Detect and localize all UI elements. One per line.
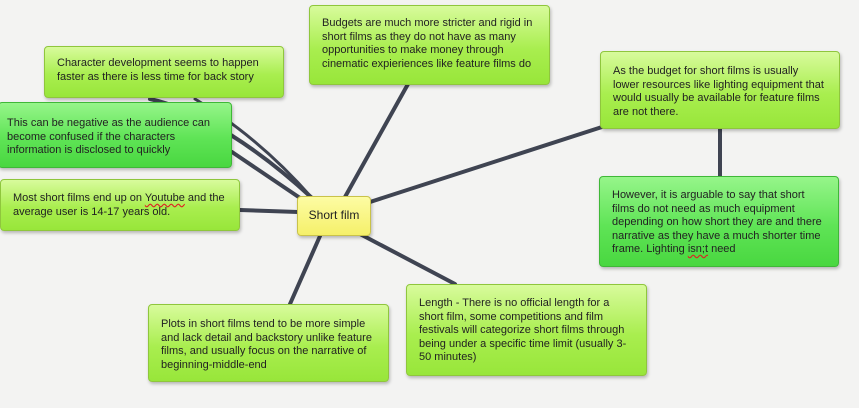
node-lighting-budget[interactable]: As the budget for short films is usually… (600, 51, 840, 129)
node-lighting-budget-text: As the budget for short films is usually… (613, 65, 824, 118)
node-budgets-stricter[interactable]: Budgets are much more stricter and rigid… (309, 5, 550, 85)
node-character-development-text: Character development seems to happen fa… (57, 57, 259, 83)
central-node-label: Short film (308, 208, 360, 223)
node-plots-simple-text: Plots in short films tend to be more sim… (161, 318, 372, 371)
node-length-official[interactable]: Length - There is no official length for… (406, 284, 647, 376)
node-length-official-text: Length - There is no official length for… (419, 297, 627, 363)
youtube-spellcheck-word: Youtube (144, 192, 185, 204)
node-character-development[interactable]: Character development seems to happen fa… (44, 46, 284, 98)
node-however-equipment-text: However, it is arguable to say that shor… (612, 189, 822, 255)
connector-youtube (238, 208, 300, 214)
node-youtube-audience-text: Most short films end up on Youtube and t… (13, 192, 225, 218)
connector-length (358, 232, 457, 286)
node-budgets-stricter-text: Budgets are much more stricter and rigid… (322, 17, 533, 70)
node-negative-confusion[interactable]: This can be negative as the audience can… (0, 102, 232, 168)
node-plots-simple[interactable]: Plots in short films tend to be more sim… (148, 304, 389, 382)
connector-lighting (368, 125, 604, 204)
isnt-spellcheck-word: isn;t (687, 243, 709, 255)
node-however-equipment[interactable]: However, it is arguable to say that shor… (599, 176, 839, 267)
node-negative-confusion-text: This can be negative as the audience can… (7, 117, 211, 156)
node-youtube-audience[interactable]: Most short films end up on Youtube and t… (0, 179, 240, 231)
central-node-short-film[interactable]: Short film (297, 196, 371, 236)
connector-budgets (343, 82, 410, 199)
connector-negative (230, 150, 308, 204)
connector-plots (288, 234, 322, 306)
